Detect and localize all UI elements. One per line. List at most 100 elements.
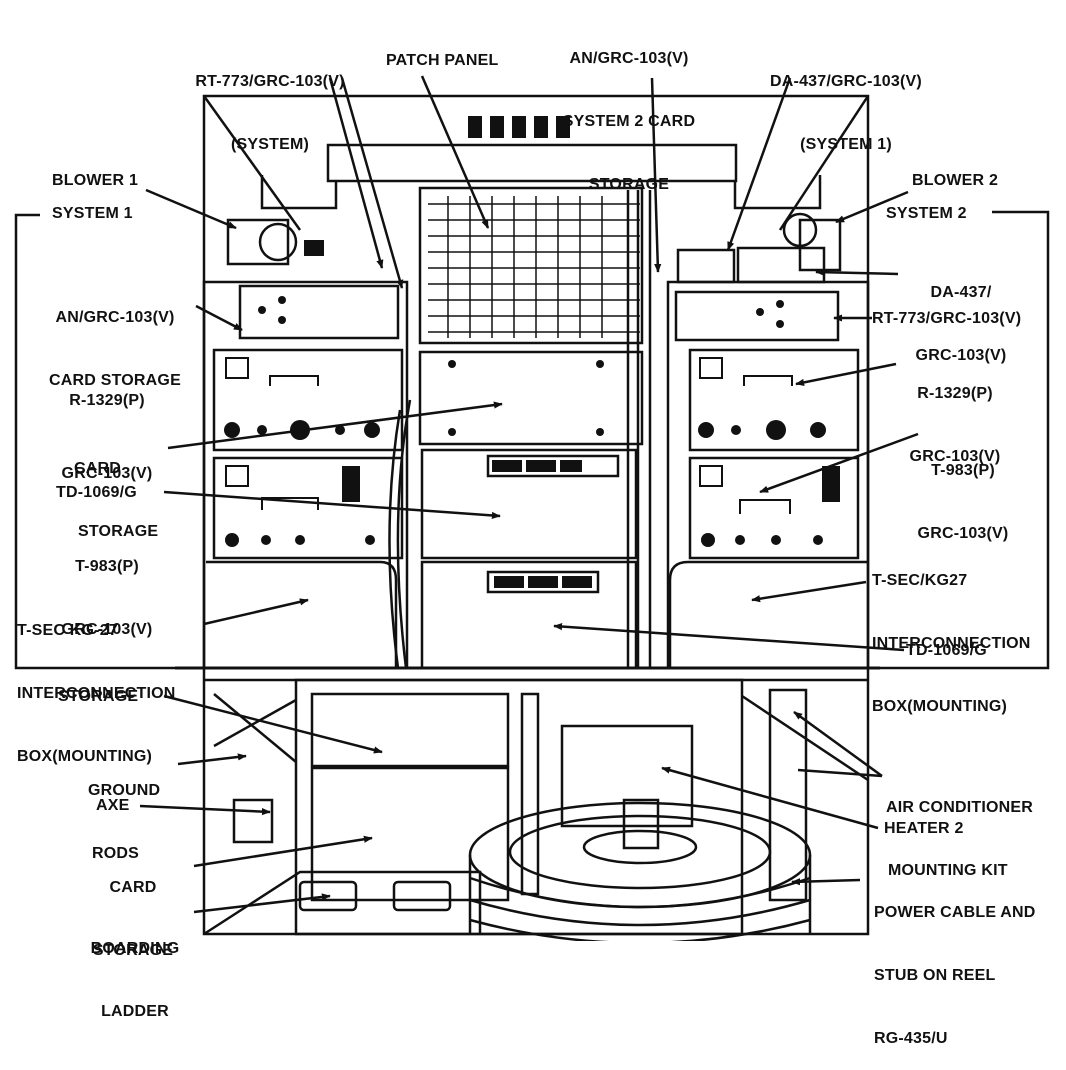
- knob: [771, 535, 781, 545]
- label-line: LADDER: [101, 1003, 169, 1020]
- label-line: BOX(MOUNTING): [872, 698, 1008, 715]
- label-line: R-1329(P): [69, 392, 145, 409]
- system2-bracket: [868, 210, 1050, 670]
- label-line: AN/GRC-103(V): [55, 309, 175, 326]
- handle: [269, 375, 319, 386]
- equipment-shelter-diagram: RT-773/GRC-103(V) (SYSTEM) PATCH PANEL A…: [14, 50, 1050, 1047]
- label-line: STORAGE: [588, 176, 670, 193]
- ceiling-light-3: [512, 116, 526, 138]
- arrow-da437-system1: [726, 77, 792, 251]
- label-line: GRC-103(V): [909, 448, 1001, 465]
- arrow-card-storage-left: [195, 304, 243, 332]
- ac-kit-frame: [768, 688, 808, 902]
- storage-panel-bottom: [310, 766, 510, 902]
- ceiling-light-5: [556, 116, 570, 138]
- arrow-r1329-right: [795, 362, 897, 386]
- lower-storage-frame: [294, 678, 744, 936]
- arrow-rt773-system: [328, 77, 384, 269]
- patch-jack: [304, 240, 324, 256]
- arrow-card-storage-bottom: [193, 835, 373, 868]
- label-line: T-983(P): [75, 558, 139, 575]
- reel-stand: [622, 798, 660, 850]
- ladder-step-1: [298, 880, 358, 912]
- right-tsec-box: [668, 560, 868, 668]
- label-card-storage-left: AN/GRC-103(V) CARD STORAGE: [26, 265, 204, 412]
- label-line: GRC-103(V): [915, 347, 1007, 364]
- label-line: AIR CONDITIONER: [886, 799, 1033, 816]
- label-blower1: BLOWER 1: [52, 172, 139, 189]
- ground-rod-1: [213, 693, 297, 763]
- label-r1329-left: R-1329(P) GRC-103(V): [42, 348, 172, 505]
- shelter-drawing: [14, 75, 1050, 941]
- td-switch-row: [494, 576, 524, 588]
- arrow-card-storage-mid: [167, 401, 503, 450]
- center-td1069-lower: [420, 560, 638, 670]
- label-line: POWER CABLE AND: [874, 904, 1036, 921]
- label-line: CARD: [109, 879, 157, 896]
- meter-window: [699, 465, 723, 487]
- patch-grid: [428, 196, 640, 338]
- arrow-system2-card-storage: [650, 77, 662, 273]
- system-brackets: [14, 210, 1050, 670]
- center-td1069-upper: [420, 448, 638, 560]
- label-t983-right: T-983(P) GRC-103(V): [898, 418, 1028, 565]
- label-line: INTERCONNECTION: [872, 635, 1031, 652]
- cable-reel-hub: [582, 829, 698, 865]
- label-line: DA-437/: [930, 284, 992, 301]
- ceiling-light-4: [534, 116, 548, 138]
- arrow-blower2: [835, 190, 909, 224]
- knob: [257, 425, 267, 435]
- td1069-lower-panel: [486, 570, 600, 594]
- blower2-wheel: [782, 212, 818, 248]
- arrow-heater2: [661, 766, 879, 830]
- label-axe: AXE: [96, 797, 130, 814]
- label-line: T-SEC/KG27: [872, 572, 968, 589]
- handle: [739, 499, 791, 514]
- label-line: GRC-103(V): [61, 465, 153, 482]
- label-system1: SYSTEM 1: [52, 205, 133, 222]
- duct-left: [260, 175, 338, 210]
- ac-kit-diagonal: [741, 694, 869, 782]
- label-line: INTERCONNECTION: [17, 685, 176, 702]
- duct-right: [733, 175, 822, 210]
- label-line: R-1329(P): [917, 385, 993, 402]
- knob: [735, 535, 745, 545]
- storage-panel-top: [310, 692, 510, 768]
- right-r1329-unit: [688, 348, 860, 452]
- arrow-boarding-ladder: [193, 893, 331, 914]
- td-switch-row: [528, 576, 558, 588]
- knob: [225, 533, 239, 547]
- knob: [335, 425, 345, 435]
- label-card-storage-mid: CARD STORAGE: [74, 416, 158, 563]
- arrow-rt773-system-b: [340, 77, 404, 289]
- knob: [810, 422, 826, 438]
- knob: [698, 422, 714, 438]
- knob: [448, 428, 456, 436]
- label-td1069-left: TD-1069/G: [56, 484, 137, 501]
- ceiling-light-2: [490, 116, 504, 138]
- left-card-storage-box: [238, 284, 400, 340]
- arrow-storage: [163, 694, 383, 754]
- td1069-upper-panel: [486, 454, 620, 478]
- right-t983-unit: [688, 456, 860, 560]
- label-line: STUB ON REEL: [874, 967, 996, 984]
- conduit-left: [520, 692, 540, 896]
- knob: [258, 306, 266, 314]
- label-line: BOX(MOUNTING): [17, 748, 153, 765]
- meter-window: [699, 357, 723, 379]
- da437-system1-box: [676, 248, 736, 284]
- arrow-blower1: [145, 188, 237, 230]
- td-switch-row: [560, 460, 582, 472]
- ceiling-duct: [326, 143, 738, 183]
- knob: [261, 535, 271, 545]
- knob: [766, 420, 786, 440]
- knob: [295, 535, 305, 545]
- label-line: T-983(P): [931, 462, 995, 479]
- label-air-conditioner: AIR CONDITIONER MOUNTING KIT: [886, 755, 1033, 902]
- arrow-da437-right: [815, 268, 899, 276]
- cable-reel-coils: [469, 876, 811, 941]
- label-line: (SYSTEM 1): [800, 136, 892, 153]
- label-line: MOUNTING KIT: [888, 862, 1008, 879]
- meter-window: [225, 357, 249, 379]
- arrow-td1069-left: [163, 490, 501, 520]
